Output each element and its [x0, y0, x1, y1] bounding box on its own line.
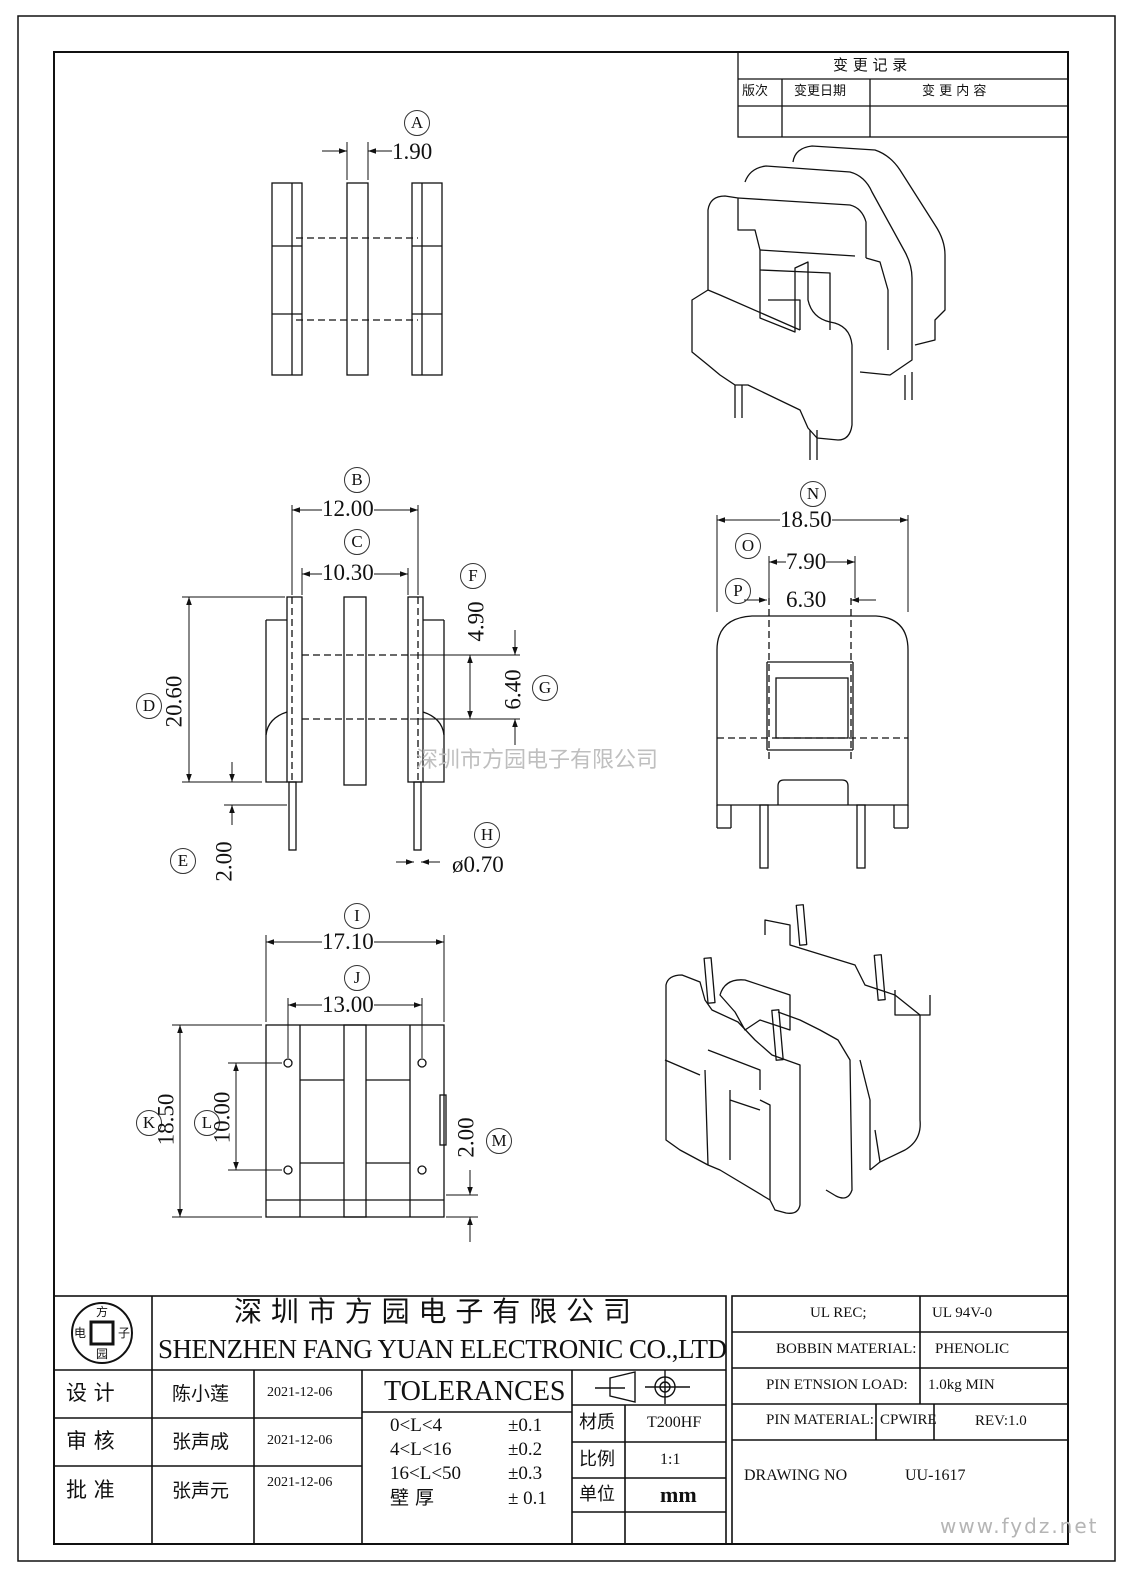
dim-F-letter: F: [460, 563, 486, 589]
role-approve-name: 张声元: [172, 1480, 230, 1502]
role-review-name: 张声成: [172, 1431, 230, 1453]
dim-F-value: 4.90: [463, 601, 489, 642]
pin-material-label: PIN MATERIAL:: [766, 1412, 874, 1428]
top-view: [271, 142, 443, 376]
bobbin-material-label: BOBBIN MATERIAL:: [776, 1341, 917, 1357]
dim-A-value: 1.90: [392, 139, 433, 164]
dim-B-value: 12.00: [322, 496, 374, 521]
revision: REV:1.0: [975, 1413, 1027, 1429]
role-approve-label: 批 准: [66, 1478, 115, 1502]
dim-O-value: 7.90: [786, 549, 827, 574]
drawing-no-value: UU-1617: [905, 1467, 966, 1484]
dim-G-letter: G: [532, 675, 558, 701]
dim-N-letter: N: [800, 481, 826, 507]
company-name-cn: 深 圳 市 方 园 电 子 有 限 公 司: [234, 1295, 632, 1328]
tolerance-range-2: 4<L<16: [390, 1439, 452, 1460]
dim-L-value: 10.00: [209, 1091, 235, 1144]
dim-G-value: 6.40: [500, 669, 526, 710]
change-record-col-date: 变更日期: [794, 84, 847, 99]
dim-P-value: 6.30: [786, 587, 827, 612]
tolerance-value-3: ±0.3: [508, 1463, 543, 1484]
logo-char-left: 电: [74, 1326, 87, 1340]
dim-H-letter: H: [474, 822, 500, 848]
dim-M-value: 2.00: [453, 1117, 479, 1158]
tolerance-range-1: 0<L<4: [390, 1415, 443, 1436]
tolerance-range-4: 壁 厚: [390, 1487, 435, 1509]
title-block-lines: [53, 1295, 1069, 1545]
unit-value: mm: [660, 1482, 697, 1507]
change-record-col-version: 版次: [742, 84, 769, 99]
role-design-label: 设 计: [66, 1381, 115, 1405]
ul-rec-label: UL REC;: [810, 1305, 867, 1321]
dim-L-letter: L: [194, 1110, 220, 1136]
dim-J-letter: J: [344, 965, 370, 991]
unit-label: 单位: [579, 1484, 615, 1505]
dim-P-letter: P: [725, 578, 751, 604]
role-review-date: 2021-12-06: [267, 1433, 333, 1448]
dim-O-letter: O: [735, 533, 761, 559]
dim-E-value: 2.00: [211, 841, 237, 882]
tolerance-range-3: 16<L<50: [390, 1463, 462, 1484]
material-value: T200HF: [647, 1414, 702, 1431]
projection-symbol: [595, 1370, 690, 1404]
change-record-col-content: 变 更 内 容: [922, 84, 987, 99]
dim-C-letter: C: [344, 529, 370, 555]
watermark-center: 深圳市方园电子有限公司: [416, 748, 659, 773]
role-approve-date: 2021-12-06: [267, 1475, 333, 1490]
change-record-title: 变 更 记 录: [833, 56, 908, 74]
pin-material-value: CPWIRE: [880, 1412, 937, 1428]
scale-value: 1:1: [660, 1451, 681, 1468]
dim-H-value: ø0.70: [452, 852, 504, 877]
pin-load-value: 1.0kg MIN: [928, 1377, 995, 1393]
bottom-view: [172, 935, 478, 1242]
tolerance-value-4: ± 0.1: [508, 1488, 547, 1509]
watermark-corner: www.fydz.net: [940, 1514, 1099, 1538]
dim-C-value: 10.30: [322, 560, 374, 585]
ul-rec-value: UL 94V-0: [932, 1305, 993, 1321]
isometric-view-bottom: [664, 904, 931, 1214]
drawing-no-label: DRAWING NO: [744, 1467, 848, 1484]
role-review-label: 审 核: [66, 1429, 115, 1453]
isometric-view-top: [691, 145, 946, 460]
dim-N-value: 18.50: [780, 507, 832, 532]
dim-M-letter: M: [486, 1128, 512, 1154]
dim-D-letter: D: [136, 693, 162, 719]
dim-B-letter: B: [344, 467, 370, 493]
dim-I-value: 17.10: [322, 929, 374, 954]
logo-char-right: 子: [118, 1326, 131, 1340]
company-name-en: SHENZHEN FANG YUAN ELECTRONIC CO.,LTD: [158, 1334, 727, 1364]
bobbin-material-value: PHENOLIC: [935, 1341, 1010, 1357]
tolerance-value-2: ±0.2: [508, 1439, 543, 1460]
tolerances-title: TOLERANCES: [384, 1376, 566, 1407]
dim-A-letter: A: [404, 110, 430, 136]
dim-K-value: 18.50: [153, 1093, 179, 1146]
dim-K-letter: K: [136, 1110, 162, 1136]
dim-E-letter: E: [170, 848, 196, 874]
drawing-border: [17, 15, 1116, 1562]
role-design-name: 陈小莲: [172, 1383, 230, 1405]
side-view: [182, 505, 520, 865]
change-record-table: [737, 51, 1069, 138]
scale-label: 比例: [579, 1449, 615, 1470]
role-design-date: 2021-12-06: [267, 1385, 333, 1400]
tolerance-value-1: ±0.1: [508, 1415, 543, 1436]
logo-char-bottom: 园: [96, 1347, 109, 1361]
logo-char-top: 方: [96, 1305, 109, 1319]
company-logo: [71, 1302, 133, 1364]
dim-J-value: 13.00: [322, 992, 374, 1017]
dim-I-letter: I: [344, 903, 370, 929]
pin-load-label: PIN ETNSION LOAD:: [766, 1377, 908, 1393]
dim-D-value: 20.60: [161, 675, 187, 728]
material-label: 材质: [579, 1412, 615, 1433]
